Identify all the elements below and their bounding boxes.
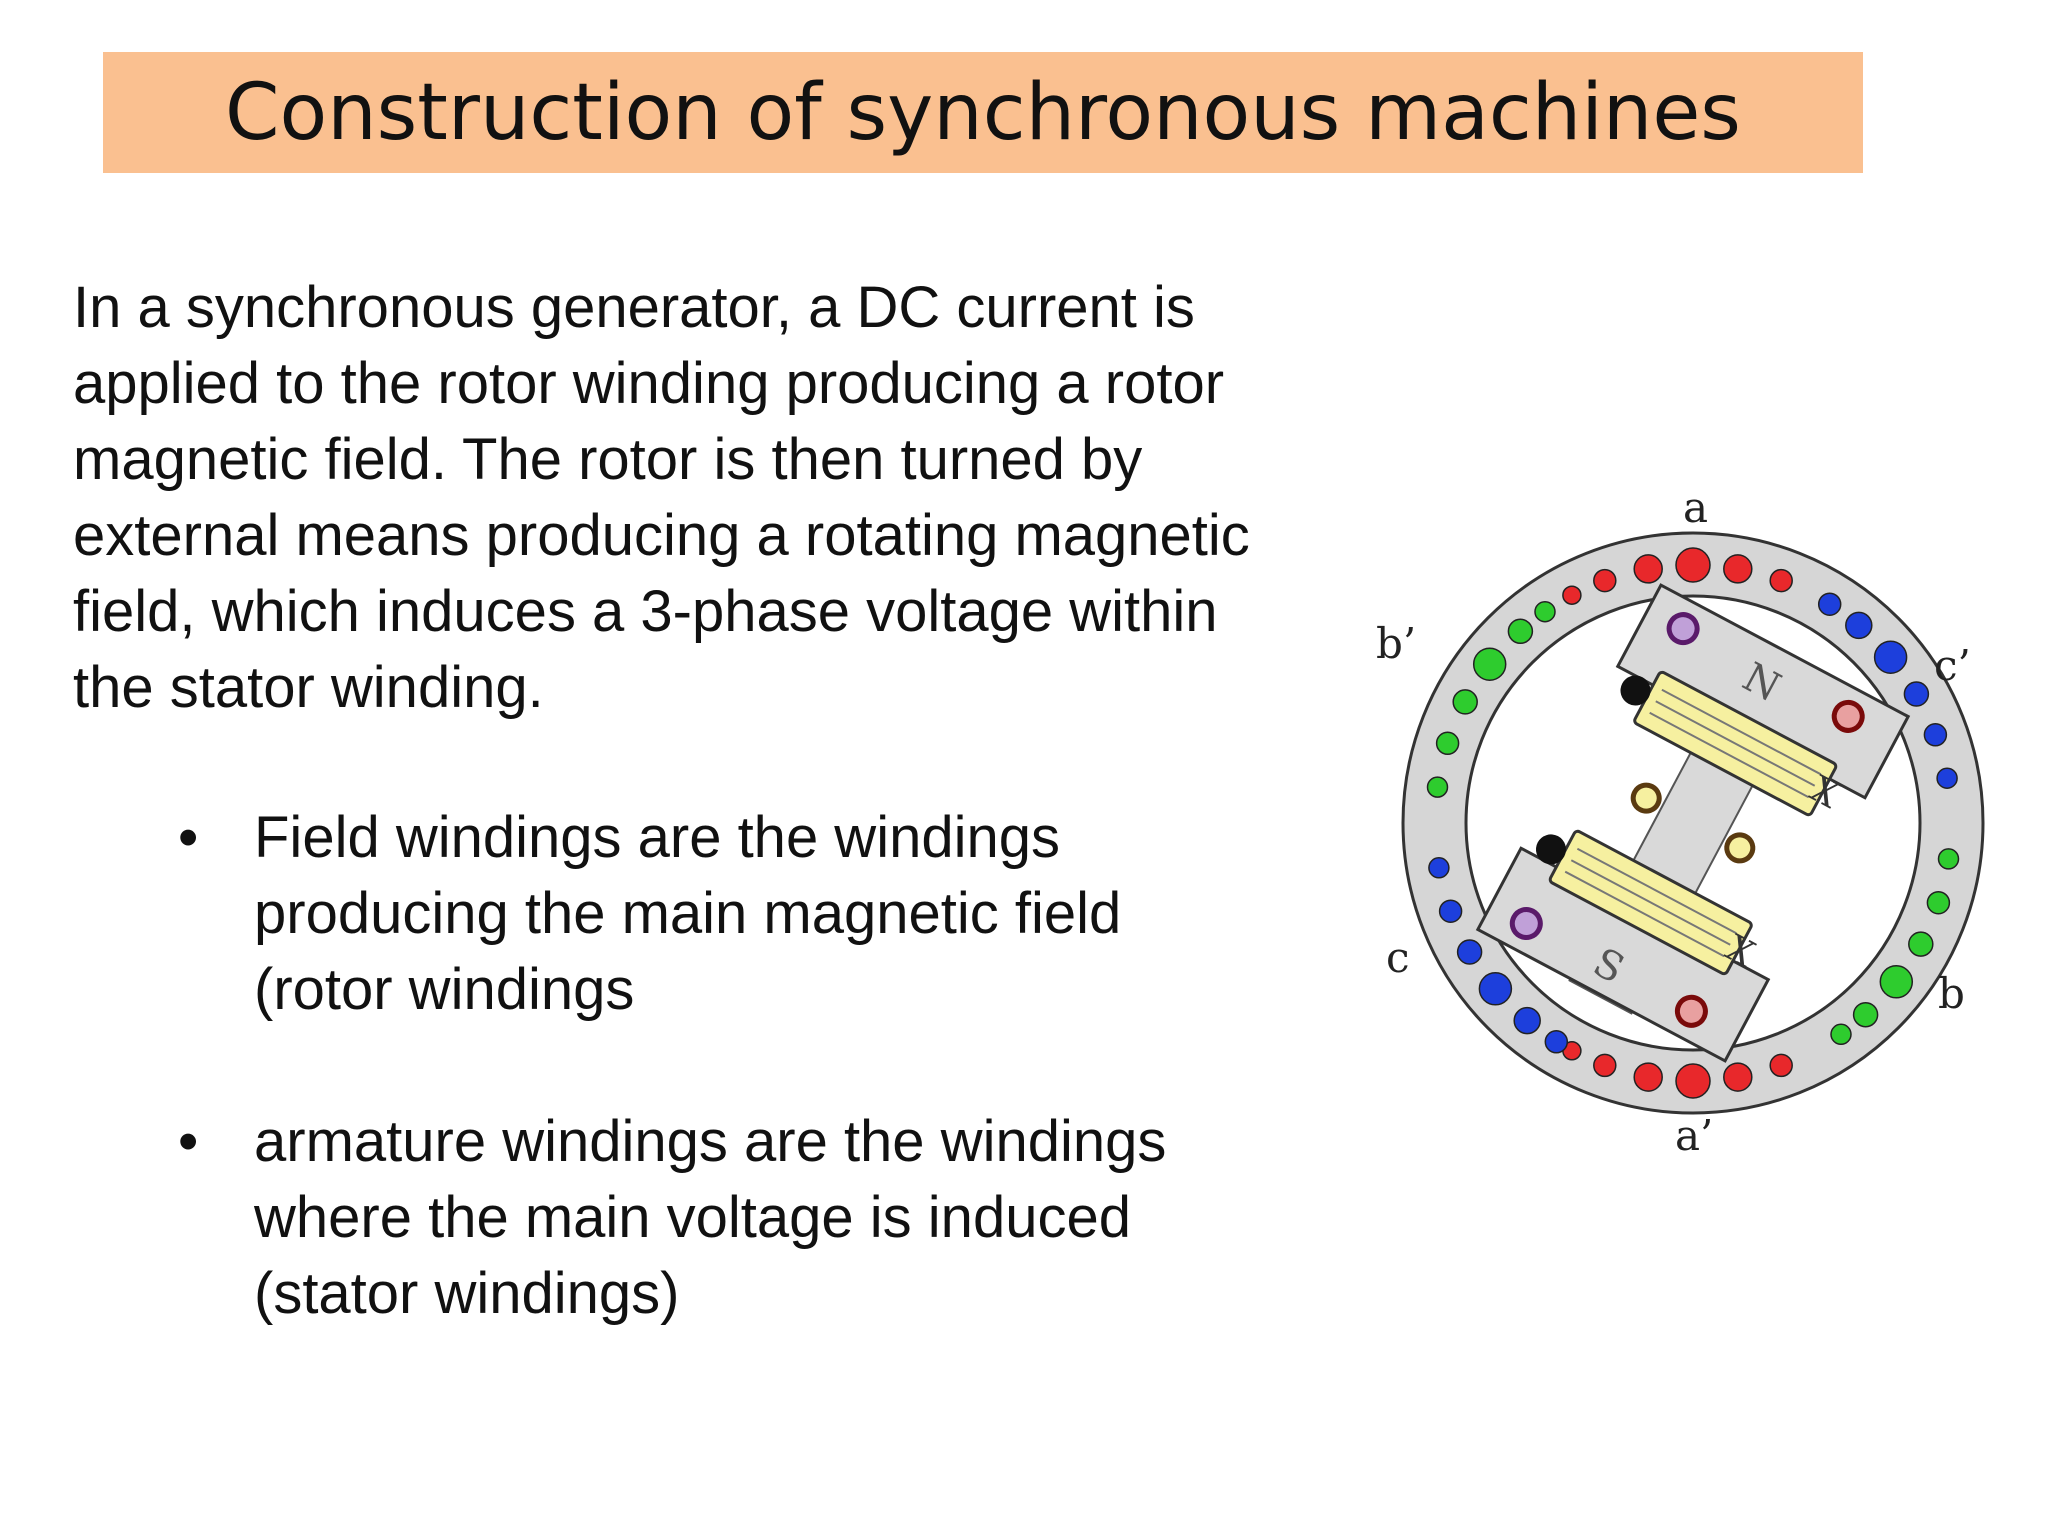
north-coil-line <box>1661 688 1822 776</box>
stator-conductor-phase-c <box>1936 767 1958 789</box>
rotor-slot-marker <box>1630 782 1662 814</box>
intro-paragraph: In a synchronous generator, a DC current… <box>73 275 1250 720</box>
stator-conductor-phase-b <box>1472 647 1507 681</box>
stator-conductor-phase-a <box>1675 1063 1711 1099</box>
slide-title: Construction of synchronous machines <box>225 67 1741 158</box>
stator-conductor-phase-a <box>1593 1053 1617 1078</box>
stator-conductors <box>1426 547 1960 1099</box>
stator-conductor-phase-c <box>1513 1006 1541 1035</box>
south-coil-line <box>1576 847 1737 935</box>
stator-conductor-phase-a <box>1723 554 1753 584</box>
rotor-slot-marker <box>1724 832 1756 864</box>
stator-conductor-phase-b <box>1937 848 1960 870</box>
label-c: c <box>1386 933 1410 982</box>
south-coil-line <box>1564 870 1725 958</box>
rotor: N S X X <box>1475 583 1911 1063</box>
list-item-armature-windings: • armature windings are the windings whe… <box>170 1104 1320 1332</box>
rotor-conductor-dot <box>1535 834 1566 865</box>
bullet-text: armature windings are the windings where… <box>254 1109 1167 1326</box>
stator-conductor-phase-a <box>1593 568 1617 593</box>
stator-conductor-phase-b <box>1426 776 1449 798</box>
stator-conductor-phase-c <box>1428 857 1450 879</box>
north-coil-line <box>1655 700 1816 787</box>
stator-conductor-phase-b <box>1830 1023 1852 1046</box>
stator-conductor-phase-c <box>1544 1030 1569 1054</box>
rotor-slot-marker <box>1674 994 1708 1028</box>
stator-conductor-phase-b <box>1908 931 1934 957</box>
rotor-slot-marker <box>1666 612 1700 646</box>
bullet-text: Field windings are the windings producin… <box>254 805 1122 1022</box>
label-b: b <box>1938 969 1965 1018</box>
bullet-list: • Field windings are the windings produc… <box>170 800 1320 1408</box>
label-a-prime: a’ <box>1675 1111 1713 1160</box>
bullet-icon: • <box>178 805 199 870</box>
label-c-prime: c’ <box>1934 641 1971 690</box>
rotor-slot-marker <box>1509 907 1543 941</box>
stator-conductor-phase-a <box>1633 554 1663 584</box>
stator-conductor-phase-c <box>1817 592 1842 616</box>
stator-conductor-phase-b <box>1452 689 1478 715</box>
stator-conductor-phase-b <box>1852 1001 1879 1028</box>
stator-conductor-phase-c <box>1873 640 1908 674</box>
stator-conductor-phase-c <box>1923 723 1948 747</box>
stator-conductor-phase-a <box>1675 547 1711 583</box>
stator-conductor-phase-c <box>1456 939 1483 965</box>
stator-conductor-phase-c <box>1903 681 1930 707</box>
stator-conductor-phase-a <box>1562 585 1582 605</box>
label-a: a <box>1683 483 1708 532</box>
rotor-slot-marker <box>1831 699 1865 733</box>
stator-conductor-phase-b <box>1879 965 1914 999</box>
title-banner: Construction of synchronous machines <box>103 52 1863 173</box>
stator-conductor-phase-a <box>1723 1062 1753 1092</box>
label-b-prime: b’ <box>1376 619 1416 668</box>
stator-conductor-phase-a <box>1633 1062 1663 1092</box>
stator-conductor-phase-b <box>1435 731 1460 756</box>
rotor-conductor-dot <box>1620 675 1651 706</box>
bullet-icon: • <box>178 1109 199 1174</box>
stator-conductor-phase-c <box>1845 611 1873 640</box>
stator-conductor-phase-a <box>1769 568 1793 593</box>
list-item-field-windings: • Field windings are the windings produc… <box>170 800 1320 1028</box>
south-coil-line <box>1570 859 1731 946</box>
north-coil-line <box>1649 711 1810 799</box>
stator-conductor-phase-b <box>1926 890 1951 915</box>
synchronous-machine-diagram: a a’ b b’ c c’ N S X X <box>1376 483 1985 1160</box>
stator-conductor-phase-a <box>1769 1053 1793 1078</box>
stator-conductor-phase-b <box>1534 600 1556 623</box>
stator-conductor-phase-c <box>1478 972 1513 1006</box>
stator-conductor-phase-c <box>1438 899 1463 923</box>
stator-conductor-phase-b <box>1507 618 1534 645</box>
